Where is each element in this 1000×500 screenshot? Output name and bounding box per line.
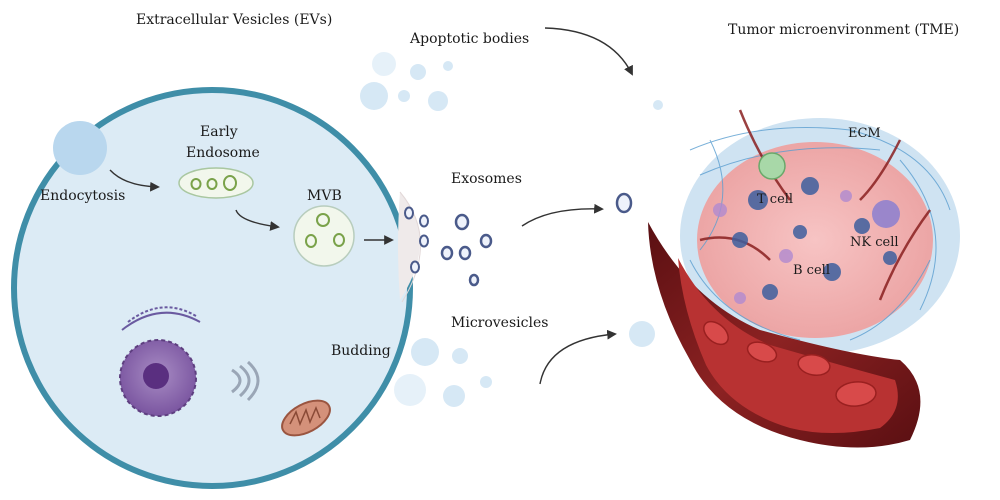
arrow-endocytosis bbox=[109, 169, 160, 192]
exosome-release-site bbox=[398, 191, 429, 303]
mitochondrion bbox=[281, 399, 331, 437]
arrow-apoptotic-to-tme bbox=[544, 27, 633, 76]
blood-vessel bbox=[648, 222, 921, 448]
apoptotic-bodies-label: Apoptotic bodies bbox=[410, 31, 530, 47]
mvb bbox=[293, 205, 355, 267]
tumor-microenvironment bbox=[680, 109, 960, 354]
bcell-label: B cell bbox=[793, 263, 830, 278]
tcell-label: T cell bbox=[757, 192, 794, 207]
golgi bbox=[231, 360, 260, 402]
tme-title: Tumor microenvironment (TME) bbox=[728, 22, 960, 38]
budding-label: Budding bbox=[331, 343, 391, 359]
arrows bbox=[109, 27, 633, 385]
exosomes-label: Exosomes bbox=[451, 171, 522, 187]
mvb-label: MVB bbox=[307, 188, 342, 204]
evs-title: Extracellular Vesicles (EVs) bbox=[136, 12, 333, 28]
microvesicles bbox=[394, 321, 655, 407]
nucleus bbox=[119, 306, 201, 417]
ecm-label: ECM bbox=[848, 126, 881, 141]
early-endosome-label-1: Early bbox=[200, 124, 238, 140]
exosomes bbox=[440, 192, 633, 287]
early-endosome bbox=[178, 167, 254, 199]
arrow-exosomes-to-tme bbox=[521, 203, 604, 227]
arrow-microvesicles-to-tme bbox=[539, 329, 617, 385]
early-endosome-label-2: Endosome bbox=[186, 145, 260, 161]
nkcell-label: NK cell bbox=[850, 235, 899, 250]
apoptotic-bodies bbox=[360, 52, 663, 111]
endocytosis-vesicle bbox=[53, 121, 107, 175]
microvesicles-label: Microvesicles bbox=[451, 315, 549, 331]
endocytosis-label: Endocytosis bbox=[40, 188, 126, 204]
arrow-early-to-mvb bbox=[235, 209, 280, 231]
